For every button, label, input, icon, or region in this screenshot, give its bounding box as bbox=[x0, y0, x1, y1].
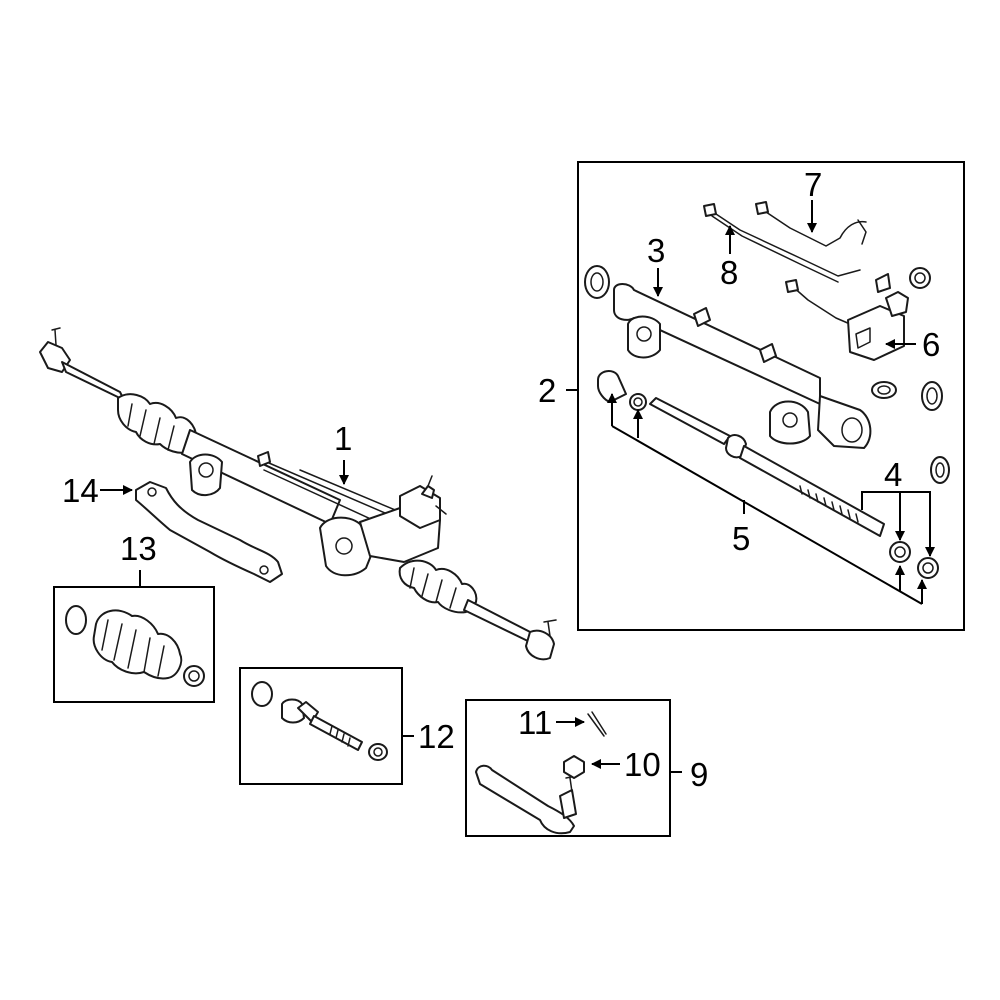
callout-3: 3 bbox=[647, 232, 665, 269]
callout-14: 14 bbox=[62, 472, 99, 509]
callout-leaders bbox=[100, 200, 935, 773]
inner-tie-rod-frame bbox=[239, 667, 403, 785]
callout-labels: 1 2 3 4 5 6 7 8 9 10 11 12 13 14 bbox=[62, 166, 940, 793]
outer-tie-rod-frame bbox=[465, 699, 671, 837]
callout-8: 8 bbox=[720, 254, 738, 291]
inner-tie-rod-contents bbox=[251, 681, 388, 761]
outer-tie-rod-contents bbox=[475, 711, 607, 835]
callout-5: 5 bbox=[732, 520, 750, 557]
callout-9: 9 bbox=[690, 756, 708, 793]
callout-4: 4 bbox=[884, 456, 902, 493]
callout-10: 10 bbox=[624, 746, 661, 783]
boot-kit-contents bbox=[65, 605, 205, 687]
callout-1: 1 bbox=[334, 420, 352, 457]
callout-11: 11 bbox=[518, 704, 552, 741]
callout-13: 13 bbox=[120, 530, 157, 567]
boot-kit-frame bbox=[53, 586, 215, 703]
callout-2: 2 bbox=[538, 372, 556, 409]
rack-mount-bracket bbox=[135, 481, 283, 583]
rack-housing-kit-frame bbox=[577, 161, 965, 631]
steering-rack-assembly bbox=[39, 327, 557, 661]
rack-housing-kit-contents bbox=[584, 201, 950, 579]
callout-7: 7 bbox=[804, 166, 822, 203]
callout-12: 12 bbox=[418, 718, 455, 755]
callout-6: 6 bbox=[922, 326, 940, 363]
